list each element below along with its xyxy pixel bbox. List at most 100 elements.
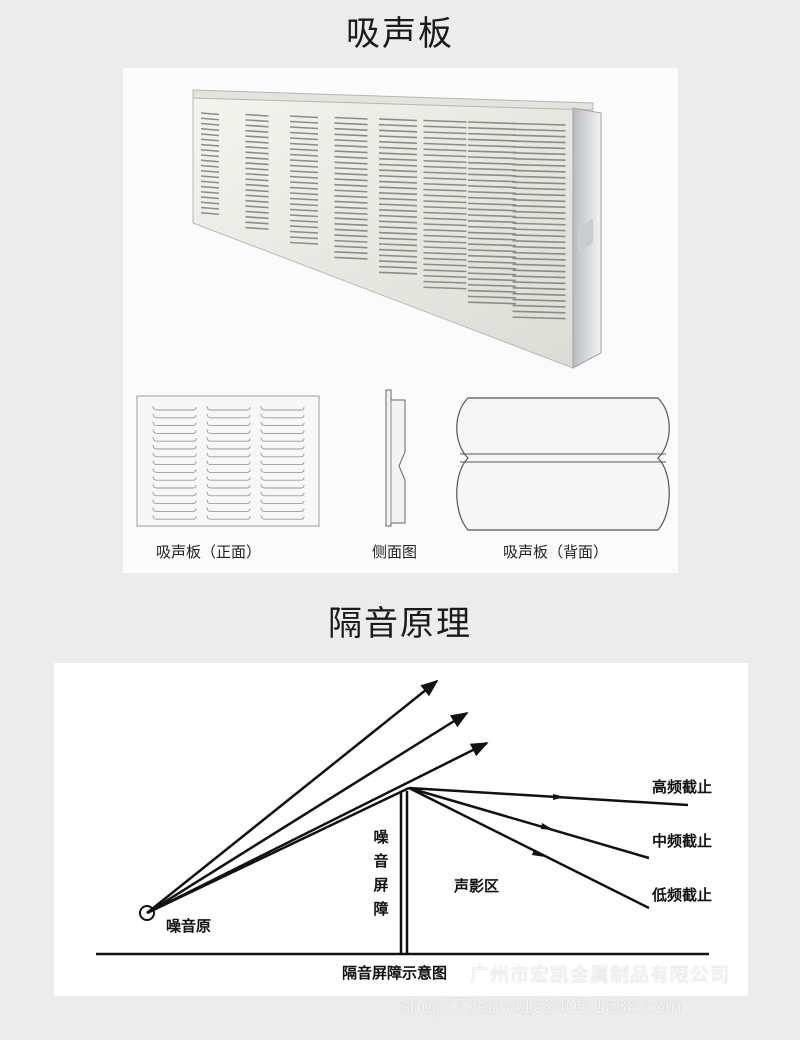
louver-slot: [467, 132, 517, 136]
louver-slot: [512, 275, 566, 279]
louver-slot: [289, 142, 319, 146]
louver-slot: [289, 126, 319, 130]
louver-slot: [289, 241, 319, 245]
front-louver-slot: [152, 507, 197, 512]
louver-slot: [512, 204, 566, 208]
diagram-caption: 隔音屏障示意图: [342, 964, 448, 982]
louver-slot: [289, 137, 319, 141]
louver-slot: [200, 201, 220, 205]
panel-title: 吸声板: [346, 14, 454, 54]
louver-slot: [378, 123, 418, 127]
louver-slot: [334, 161, 368, 165]
louver-slot: [378, 237, 418, 241]
low-freq-label: 低频截止: [652, 886, 713, 904]
louver-slot: [423, 125, 467, 129]
mid-arrowhead: [541, 823, 554, 830]
front-louver-slot: [260, 491, 305, 497]
louver-slot: [512, 310, 566, 314]
ray-2: [146, 711, 469, 915]
louver-slot: [334, 144, 368, 148]
louver-slot: [512, 298, 566, 302]
front-view-frame: [136, 395, 320, 527]
louver-slot: [245, 135, 269, 139]
front-louver-slot: [152, 437, 197, 442]
front-louver-slot: [152, 515, 197, 520]
louver-slot: [334, 178, 368, 182]
louver-slot: [512, 245, 566, 250]
louver-slot: [512, 222, 566, 226]
front-louver-slot: [152, 421, 197, 427]
louver-slot: [378, 157, 418, 162]
caption-back: 吸声板（背面）: [503, 543, 609, 561]
louver-slot: [423, 263, 467, 267]
front-louver-slot: [260, 421, 305, 427]
front-louver-slot: [152, 468, 197, 473]
louver-slot: [200, 185, 220, 189]
louver-slot: [245, 162, 269, 166]
louver-slot: [378, 226, 418, 230]
front-louver-slot: [206, 429, 251, 434]
louver-slot: [289, 153, 319, 157]
louver-slot: [467, 249, 517, 253]
louver-slot: [423, 257, 467, 261]
louver-slot: [289, 148, 319, 152]
louver-slot: [512, 234, 566, 238]
louver-slot: [289, 219, 319, 223]
louver-slot: [378, 209, 418, 213]
louver-slot: [200, 169, 220, 174]
louver-slot: [334, 139, 368, 143]
louver-slot: [423, 177, 467, 181]
louver-slot: [467, 173, 517, 177]
louver-slot: [378, 243, 418, 247]
louver-slot: [423, 154, 467, 158]
mid-freq-label: 中频截止: [652, 832, 713, 850]
front-louver-slot: [152, 413, 197, 419]
louver-slot: [467, 266, 517, 270]
louver-slot: [200, 164, 220, 168]
caption-front: 吸声板（正面）: [156, 543, 262, 561]
front-louver-slot: [260, 413, 305, 419]
company-watermark: 广州市宏凯金属制品有限公司: [470, 965, 731, 986]
louver-slot: [334, 122, 368, 126]
front-louver-slot: [206, 421, 251, 427]
front-louver-slot: [206, 460, 251, 466]
louver-slot: [334, 127, 368, 131]
front-louver-slot: [260, 460, 305, 466]
louver-slot: [200, 117, 220, 121]
louver-slot: [467, 150, 517, 154]
front-louver-slot: [152, 499, 197, 505]
louver-slot: [467, 272, 517, 276]
louver-slot: [334, 206, 368, 210]
louver-slot: [467, 301, 517, 305]
front-louver-slot: [206, 476, 251, 481]
front-louver-slot: [206, 491, 251, 497]
louver-slot: [467, 144, 517, 148]
low-arrowhead: [532, 849, 545, 857]
shadow-zone-label: 声影区: [454, 877, 500, 895]
louver-slot: [200, 143, 220, 147]
louver-slot: [334, 133, 368, 137]
louver-slot: [512, 146, 566, 150]
louver-slot: [467, 278, 517, 282]
front-louver-slot: [206, 468, 251, 473]
louver-slot: [334, 211, 368, 215]
louver-slot: [512, 210, 566, 214]
louver-slot: [512, 181, 566, 185]
mid-freq-ray: [408, 786, 650, 860]
louver-slot: [378, 214, 418, 218]
louver-slot: [245, 194, 269, 198]
louver-slot: [289, 230, 319, 234]
louver-slot: [512, 163, 566, 167]
louver-slot: [378, 186, 418, 190]
front-louver-slot: [260, 515, 305, 520]
louver-slot: [512, 316, 566, 320]
louver-slot: [245, 178, 269, 182]
front-louver-slot: [206, 444, 251, 450]
louver-slot: [378, 220, 418, 224]
louver-slot: [200, 206, 220, 210]
louver-slot: [245, 205, 269, 209]
louver-slot: [334, 200, 368, 204]
front-view-louvers: [152, 405, 305, 520]
front-louver-slot: [152, 452, 197, 458]
louver-slot: [334, 228, 368, 232]
